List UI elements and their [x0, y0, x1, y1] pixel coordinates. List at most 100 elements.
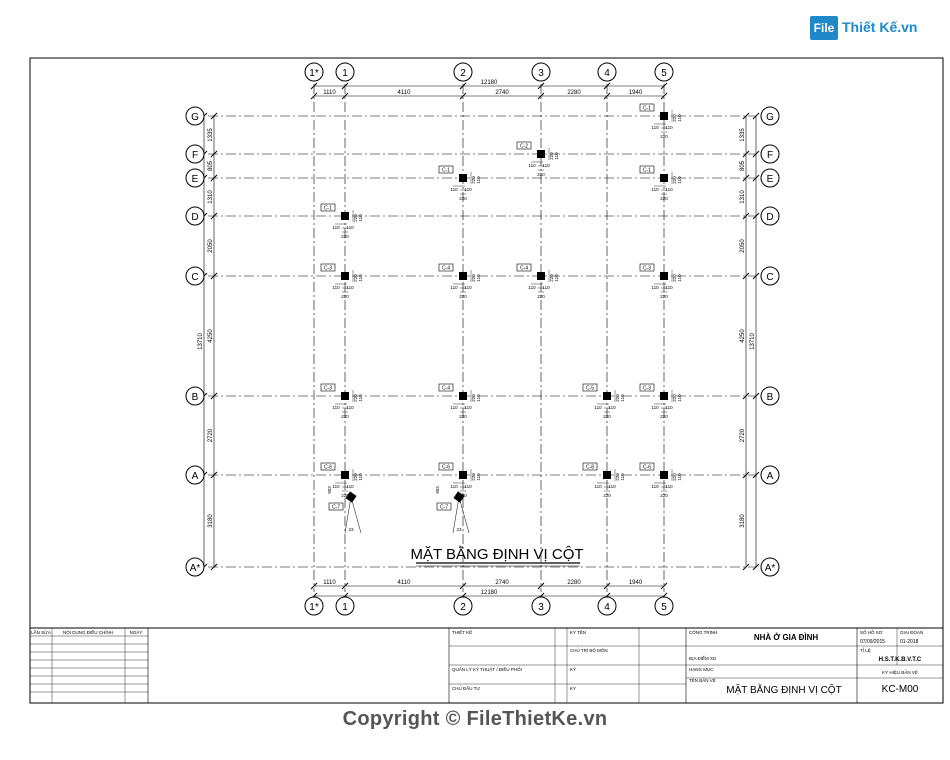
axis-label-col: 3: [538, 602, 544, 613]
column-section: [341, 272, 349, 280]
right-tick: [742, 112, 750, 120]
left-dim-value: 1335: [208, 128, 214, 142]
column-tag-label: C-6: [324, 465, 332, 471]
proj-label: HẠNG MỤC: [689, 667, 714, 672]
axis-label-row: E: [192, 174, 199, 185]
right-dim-value: 2050: [740, 239, 746, 253]
column-dim-value: 903: [327, 486, 332, 494]
column-dim-value: 220: [341, 294, 349, 299]
column-tag-label: C-3: [643, 266, 651, 272]
axis-bubble-row: [760, 168, 780, 188]
tb-label: CHỦ ĐẦU TƯ: [452, 685, 480, 691]
column-dim-value: 220: [672, 274, 677, 282]
axis-label-col: 5: [661, 68, 667, 79]
axis-label-row: F: [767, 150, 773, 161]
column-dim-value: 220: [603, 414, 611, 419]
column-dim-value: 110: [450, 405, 458, 410]
sheet-code: KC-M00: [882, 684, 919, 695]
top-tick: [660, 82, 668, 90]
column-dim-value: 110: [665, 187, 673, 192]
right-tick: [742, 212, 750, 220]
bottom-dim-value: 2280: [567, 580, 581, 586]
column-dim-value: 220: [672, 473, 677, 481]
left-dim-value: 2720: [208, 428, 214, 442]
axis-bubble-row: [760, 557, 780, 577]
right-dim-value: 805: [740, 160, 746, 171]
column-dim-value: 110: [464, 405, 472, 410]
column-tag-label: C-7: [332, 505, 340, 511]
axis-bubble-row: [185, 168, 205, 188]
column-section: [537, 150, 545, 158]
column-dim-value: 110: [464, 285, 472, 290]
axis-bubble-col: [304, 596, 324, 616]
column-section: [537, 272, 545, 280]
column-dim-value: 110: [651, 187, 659, 192]
column-dim-value: 110: [358, 394, 363, 402]
right-dim-value: 1335: [740, 128, 746, 142]
axis-bubble-col: [531, 596, 551, 616]
top-tick: [341, 82, 349, 90]
proj-label: ĐỊA ĐIỂM XD: [689, 655, 717, 661]
axis-label-row: D: [766, 212, 773, 223]
column-tag: [639, 383, 655, 392]
column-tag: [639, 263, 655, 272]
top-tick: [537, 82, 545, 90]
column-leader: [344, 496, 352, 534]
column-dim-value: 220: [672, 394, 677, 402]
column-dim-value: 110: [528, 285, 536, 290]
axis-bubble-col: [597, 62, 617, 82]
axis-label-col: 4: [604, 602, 610, 613]
left-tick: [210, 212, 218, 220]
rev-table: [29, 627, 149, 704]
column-dim-value: 110: [594, 484, 602, 489]
column-tag: [516, 141, 532, 150]
axis-bubble-col: [597, 596, 617, 616]
column-tag: [582, 383, 598, 392]
column-dim-value: 220: [459, 414, 467, 419]
right-label: SỐ HỒ SƠ: [860, 629, 883, 635]
bottom-dim-value: 4110: [398, 580, 412, 586]
column-tag-label: C-7: [440, 505, 448, 511]
left-tick: [210, 150, 218, 158]
axis-bubble-col: [335, 62, 355, 82]
column-dim-value: 110: [346, 285, 354, 290]
axis-bubble-col: [453, 62, 473, 82]
column-dim-value: 110: [476, 473, 481, 481]
column-section: [459, 174, 467, 182]
column-dim-value: 110: [665, 484, 673, 489]
column-dim-value: 110: [651, 125, 659, 130]
axis-label-col: 1: [342, 602, 348, 613]
axis-label-col: 1*: [309, 68, 319, 79]
left-tick: [210, 392, 218, 400]
date-value: 07/09/2015: [860, 639, 885, 645]
column-dim-value: 110: [677, 473, 682, 481]
column-dim-value: 220: [341, 414, 349, 419]
column-dim-value: 110: [665, 285, 673, 290]
column-dim-value: 220: [341, 234, 349, 239]
column-tag: [320, 263, 336, 272]
axis-label-row: F: [192, 150, 198, 161]
axis-label-row: A: [767, 471, 774, 482]
column-tag-label: C-5: [586, 386, 594, 392]
top-tick: [310, 92, 318, 100]
axis-bubble-row: [185, 386, 205, 406]
left-tick: [210, 112, 218, 120]
right-dim-value: 3180: [740, 514, 746, 528]
right-dim-value: 1310: [740, 190, 746, 204]
left-total-value: 13710: [198, 332, 204, 349]
axis-bubble-col: [304, 62, 324, 82]
right-tick: [742, 272, 750, 280]
column-tag-label: C-6: [643, 465, 651, 471]
tb-label: THIẾT KẾ: [452, 629, 472, 635]
column-dim-value: 110: [332, 484, 340, 489]
column-tag-label: C-3: [324, 266, 332, 272]
column-dim-value: 110: [346, 225, 354, 230]
